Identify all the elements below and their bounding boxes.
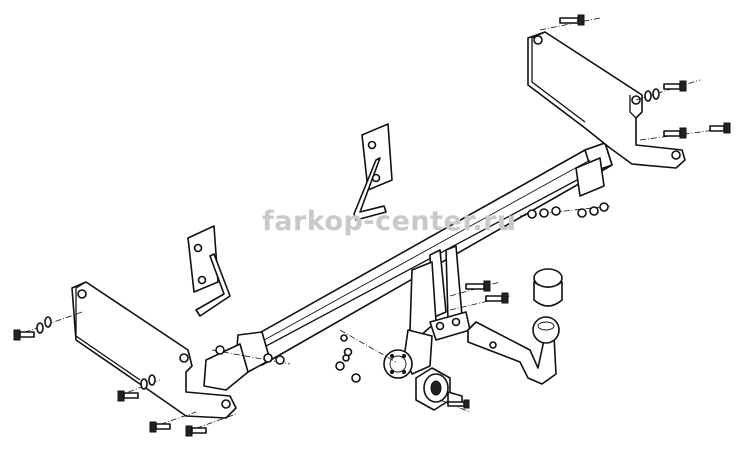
socket-bracket-plate — [383, 329, 433, 379]
watermark-text: farkop-center.ru — [262, 206, 517, 237]
upper-hook-bracket-right — [353, 123, 393, 221]
electrical-socket — [415, 367, 463, 411]
center-mount-plates — [409, 245, 471, 341]
bolt-right-lower — [639, 122, 731, 141]
tow-hook-arm — [467, 316, 560, 385]
bolt-left-lower-1 — [117, 374, 161, 402]
bolt-left-lower-3 — [185, 413, 237, 437]
bolt-right-top — [539, 14, 601, 31]
bolt-left-top — [13, 311, 83, 341]
bolt-right-middle — [635, 79, 701, 102]
right-side-bracket — [527, 31, 686, 197]
nut-group-right — [519, 202, 611, 219]
bolt-left-lower-2 — [149, 411, 197, 433]
upper-hook-bracket-left — [187, 225, 231, 317]
fasteners — [13, 14, 731, 437]
bolt-center-upper — [449, 280, 501, 297]
left-side-bracket — [71, 281, 249, 419]
nut-group-left — [211, 345, 291, 365]
socket-fasteners — [335, 329, 471, 413]
ball-cap — [533, 268, 563, 307]
bolt-center-lower — [449, 292, 511, 311]
